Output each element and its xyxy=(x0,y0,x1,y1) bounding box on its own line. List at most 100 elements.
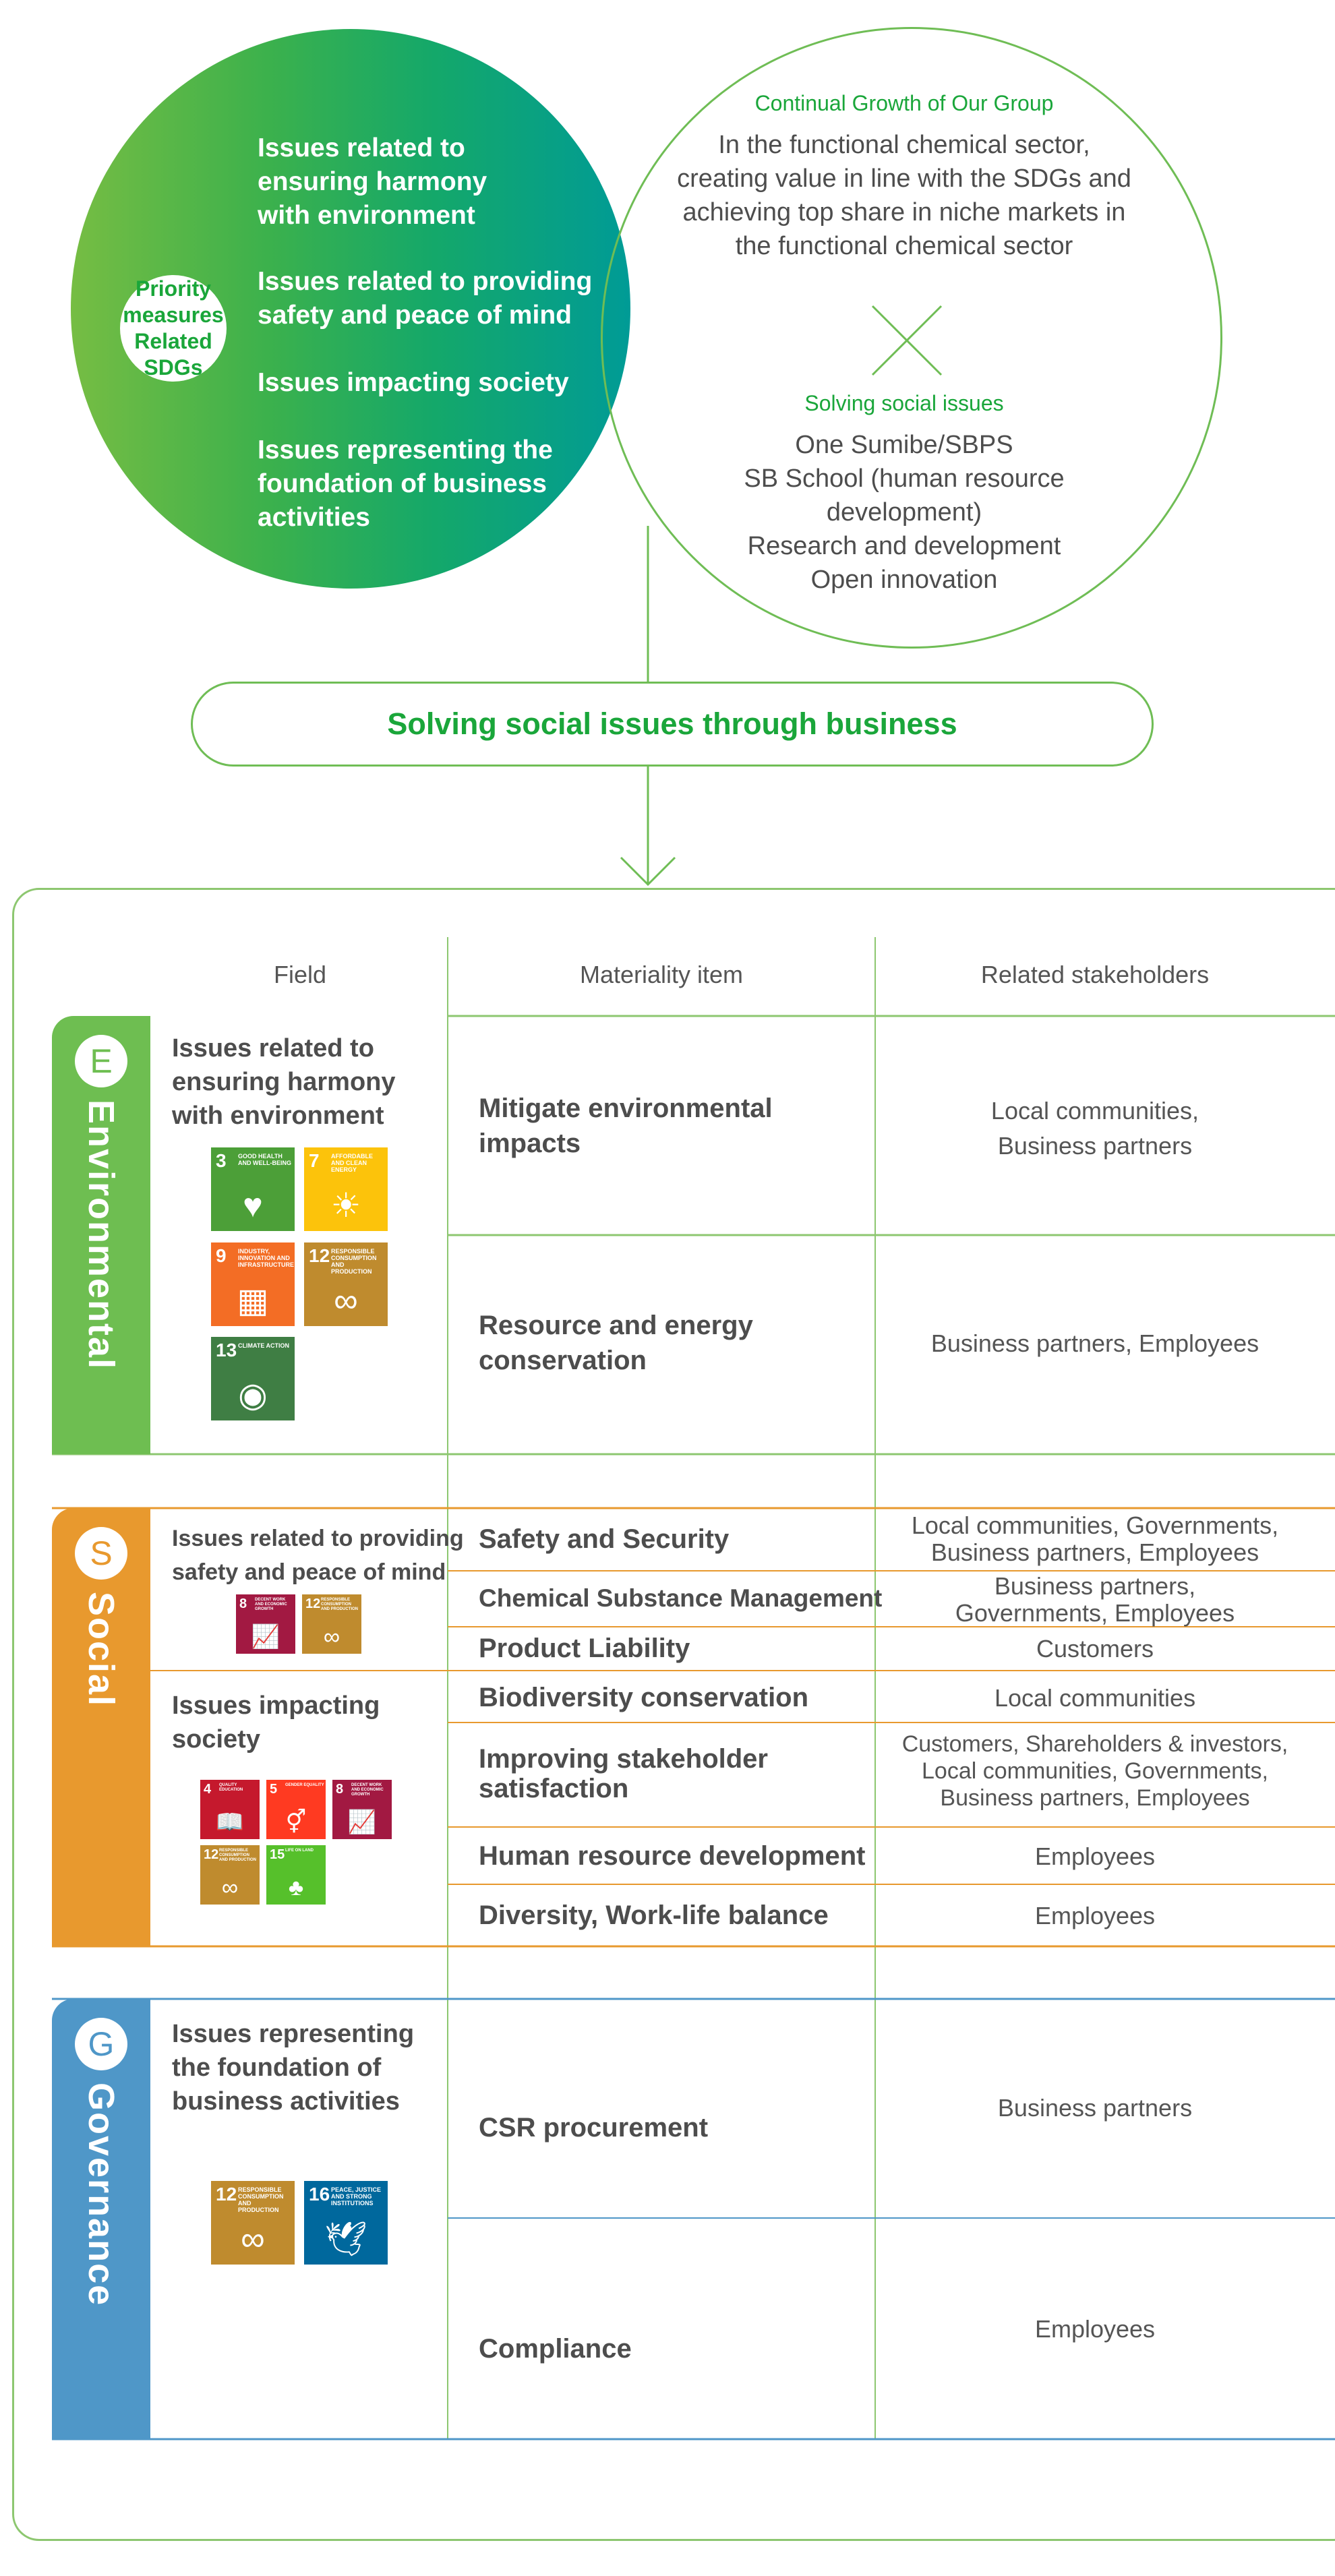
header-materiality-item: Materiality item xyxy=(579,961,744,988)
item-chemical-substance-management: Chemical Substance Management xyxy=(479,1584,883,1612)
header-field: Field xyxy=(273,961,327,988)
stakeholder-line: Local communities, Governments, xyxy=(922,1758,1268,1784)
stakeholder-line: Business partners, xyxy=(994,1572,1196,1600)
stakeholders-row: Local communities xyxy=(875,1684,1315,1712)
sdg12-icon: 12Responsible consumption and production… xyxy=(200,1845,260,1905)
materiality-frame xyxy=(12,888,1335,2541)
badge-line: Priority xyxy=(135,276,212,301)
issue-line: Issues related to providing xyxy=(258,267,593,296)
letter-s: S xyxy=(75,1527,127,1580)
stakeholders-row: Employees xyxy=(875,1843,1315,1871)
sdg7-icon: 7Affordable and clean energy☀ xyxy=(304,1147,388,1231)
growth-line: creating value in line with the SDGs and xyxy=(677,164,1131,193)
field-line: with environment xyxy=(172,1102,384,1130)
issue-foundation: Issues representing the foundation of bu… xyxy=(258,433,553,535)
banner-solving-social-issues: Solving social issues through business xyxy=(191,682,1154,767)
field-line: safety and peace of mind xyxy=(172,1559,446,1585)
sdg4-icon: 4Quality education📖 xyxy=(200,1780,260,1839)
letter-g: G xyxy=(75,2018,127,2070)
stakeholders-row: Local communities, Business partners xyxy=(875,1094,1315,1164)
growth-circle xyxy=(601,27,1222,649)
growth-heading: Continual Growth of Our Group xyxy=(754,91,1054,115)
stakeholder-line: Employees xyxy=(1034,1843,1156,1870)
item-safety-security: Safety and Security xyxy=(479,1524,730,1554)
issue-environment: Issues related to ensuring harmony with … xyxy=(258,131,487,233)
stakeholder-line: Local communities xyxy=(994,1684,1196,1712)
field-line: Issues related to providing xyxy=(172,1526,464,1551)
stakeholder-line: Employees xyxy=(1034,2315,1156,2343)
issue-line: foundation of business xyxy=(258,469,547,498)
solving-heading: Solving social issues xyxy=(804,391,1004,415)
sdg12-icon: 12Responsible consumption and production… xyxy=(211,2181,295,2265)
issue-line: with environment xyxy=(258,201,475,230)
field-line: Issues related to xyxy=(172,1034,374,1062)
stakeholders-row: Employees xyxy=(875,2315,1315,2343)
solving-line: SB School (human resource xyxy=(744,465,1065,493)
field-line: the foundation of xyxy=(172,2054,382,2082)
stakeholders-row: Business partners xyxy=(875,2094,1315,2122)
issue-line: ensuring harmony xyxy=(258,167,487,196)
item-diversity-work-life-balance: Diversity, Work-life balance xyxy=(479,1900,829,1930)
growth-line: the functional chemical sector xyxy=(735,232,1073,260)
issue-society: Issues impacting society xyxy=(258,366,569,400)
stakeholder-line: Employees xyxy=(1034,1902,1156,1929)
category-governance: G Governance xyxy=(52,1999,150,2439)
stakeholder-line: Business partners, Employees xyxy=(930,1329,1259,1357)
field-governance: Issues representing the foundation of bu… xyxy=(172,2017,414,2118)
solving-body: One Sumibe/SBPS SB School (human resourc… xyxy=(668,428,1140,597)
sdg12-icon: 12Responsible consumption and production… xyxy=(304,1242,388,1326)
item-line: satisfaction xyxy=(479,1774,629,1803)
stakeholders-row: Customers, Shareholders & investors, Loc… xyxy=(875,1731,1315,1811)
item-mitigate-environmental-impacts: Mitigate environmental impacts xyxy=(479,1091,773,1161)
sdg3-icon: 3Good health and well-being♥ xyxy=(211,1147,295,1231)
stakeholder-line: Local communities, xyxy=(990,1097,1199,1125)
field-society: Issues impacting society xyxy=(172,1689,380,1756)
item-resource-energy-conservation: Resource and energy conservation xyxy=(479,1308,753,1378)
sdg12-icon: 12Responsible consumption and production… xyxy=(302,1594,361,1654)
badge-line: Related xyxy=(134,329,212,353)
growth-line: achieving top share in niche markets in xyxy=(682,198,1126,227)
stakeholders-row: Employees xyxy=(875,1902,1315,1930)
sdg5-icon: 5Gender equality⚥ xyxy=(266,1780,326,1839)
sdg13-icon: 13Climate action◉ xyxy=(211,1337,295,1420)
item-line: Mitigate environmental xyxy=(479,1094,773,1123)
sdg16-icon: 16Peace, justice and strong institutions… xyxy=(304,2181,388,2265)
stakeholder-line: Business partners xyxy=(997,1132,1193,1160)
category-environmental: E Environmental xyxy=(52,1016,150,1454)
field-line: business activities xyxy=(172,2087,400,2116)
stakeholder-line: Customers xyxy=(1036,1635,1154,1663)
growth-body: In the functional chemical sector, creat… xyxy=(668,128,1140,263)
issue-line: Issues related to xyxy=(258,133,465,162)
cross-icon xyxy=(871,305,943,376)
field-line: Issues impacting xyxy=(172,1691,380,1720)
solving-line: development) xyxy=(826,498,982,527)
field-safety: Issues related to providing safety and p… xyxy=(172,1522,464,1589)
issue-safety: Issues related to providing safety and p… xyxy=(258,265,592,332)
item-compliance: Compliance xyxy=(479,2334,632,2364)
item-line: conservation xyxy=(479,1346,647,1375)
issue-line: Issues representing the xyxy=(258,436,553,465)
sdg15-icon: 15Life on land♣ xyxy=(266,1845,326,1905)
category-social: S Social xyxy=(52,1508,150,1946)
letter-e: E xyxy=(75,1035,127,1087)
issue-line: activities xyxy=(258,503,370,532)
issue-line: Issues impacting society xyxy=(258,368,569,397)
stakeholder-line: Customers, Shareholders & investors, xyxy=(901,1731,1288,1757)
stakeholders-row: Customers xyxy=(875,1635,1315,1663)
stakeholders-row: Business partners, Employees xyxy=(875,1329,1315,1358)
priority-measures-badge: Priority measures Related SDGs xyxy=(120,275,227,382)
item-line: impacts xyxy=(479,1129,581,1158)
stakeholder-line: Governments, Employees xyxy=(955,1599,1235,1627)
badge-line: SDGs xyxy=(144,355,203,380)
item-csr-procurement: CSR procurement xyxy=(479,2113,709,2143)
badge-line: measures xyxy=(123,303,224,327)
solving-line: Research and development xyxy=(747,532,1061,560)
item-biodiversity-conservation: Biodiversity conservation xyxy=(479,1683,809,1712)
item-line: Improving stakeholder xyxy=(479,1744,768,1774)
category-label: Social xyxy=(81,1592,121,1708)
category-label: Environmental xyxy=(81,1100,121,1371)
sdg8-icon: 8Decent work and economic growth📈 xyxy=(332,1780,392,1839)
stakeholder-line: Local communities, Governments, xyxy=(911,1511,1279,1539)
field-environment: Issues related to ensuring harmony with … xyxy=(172,1031,396,1133)
